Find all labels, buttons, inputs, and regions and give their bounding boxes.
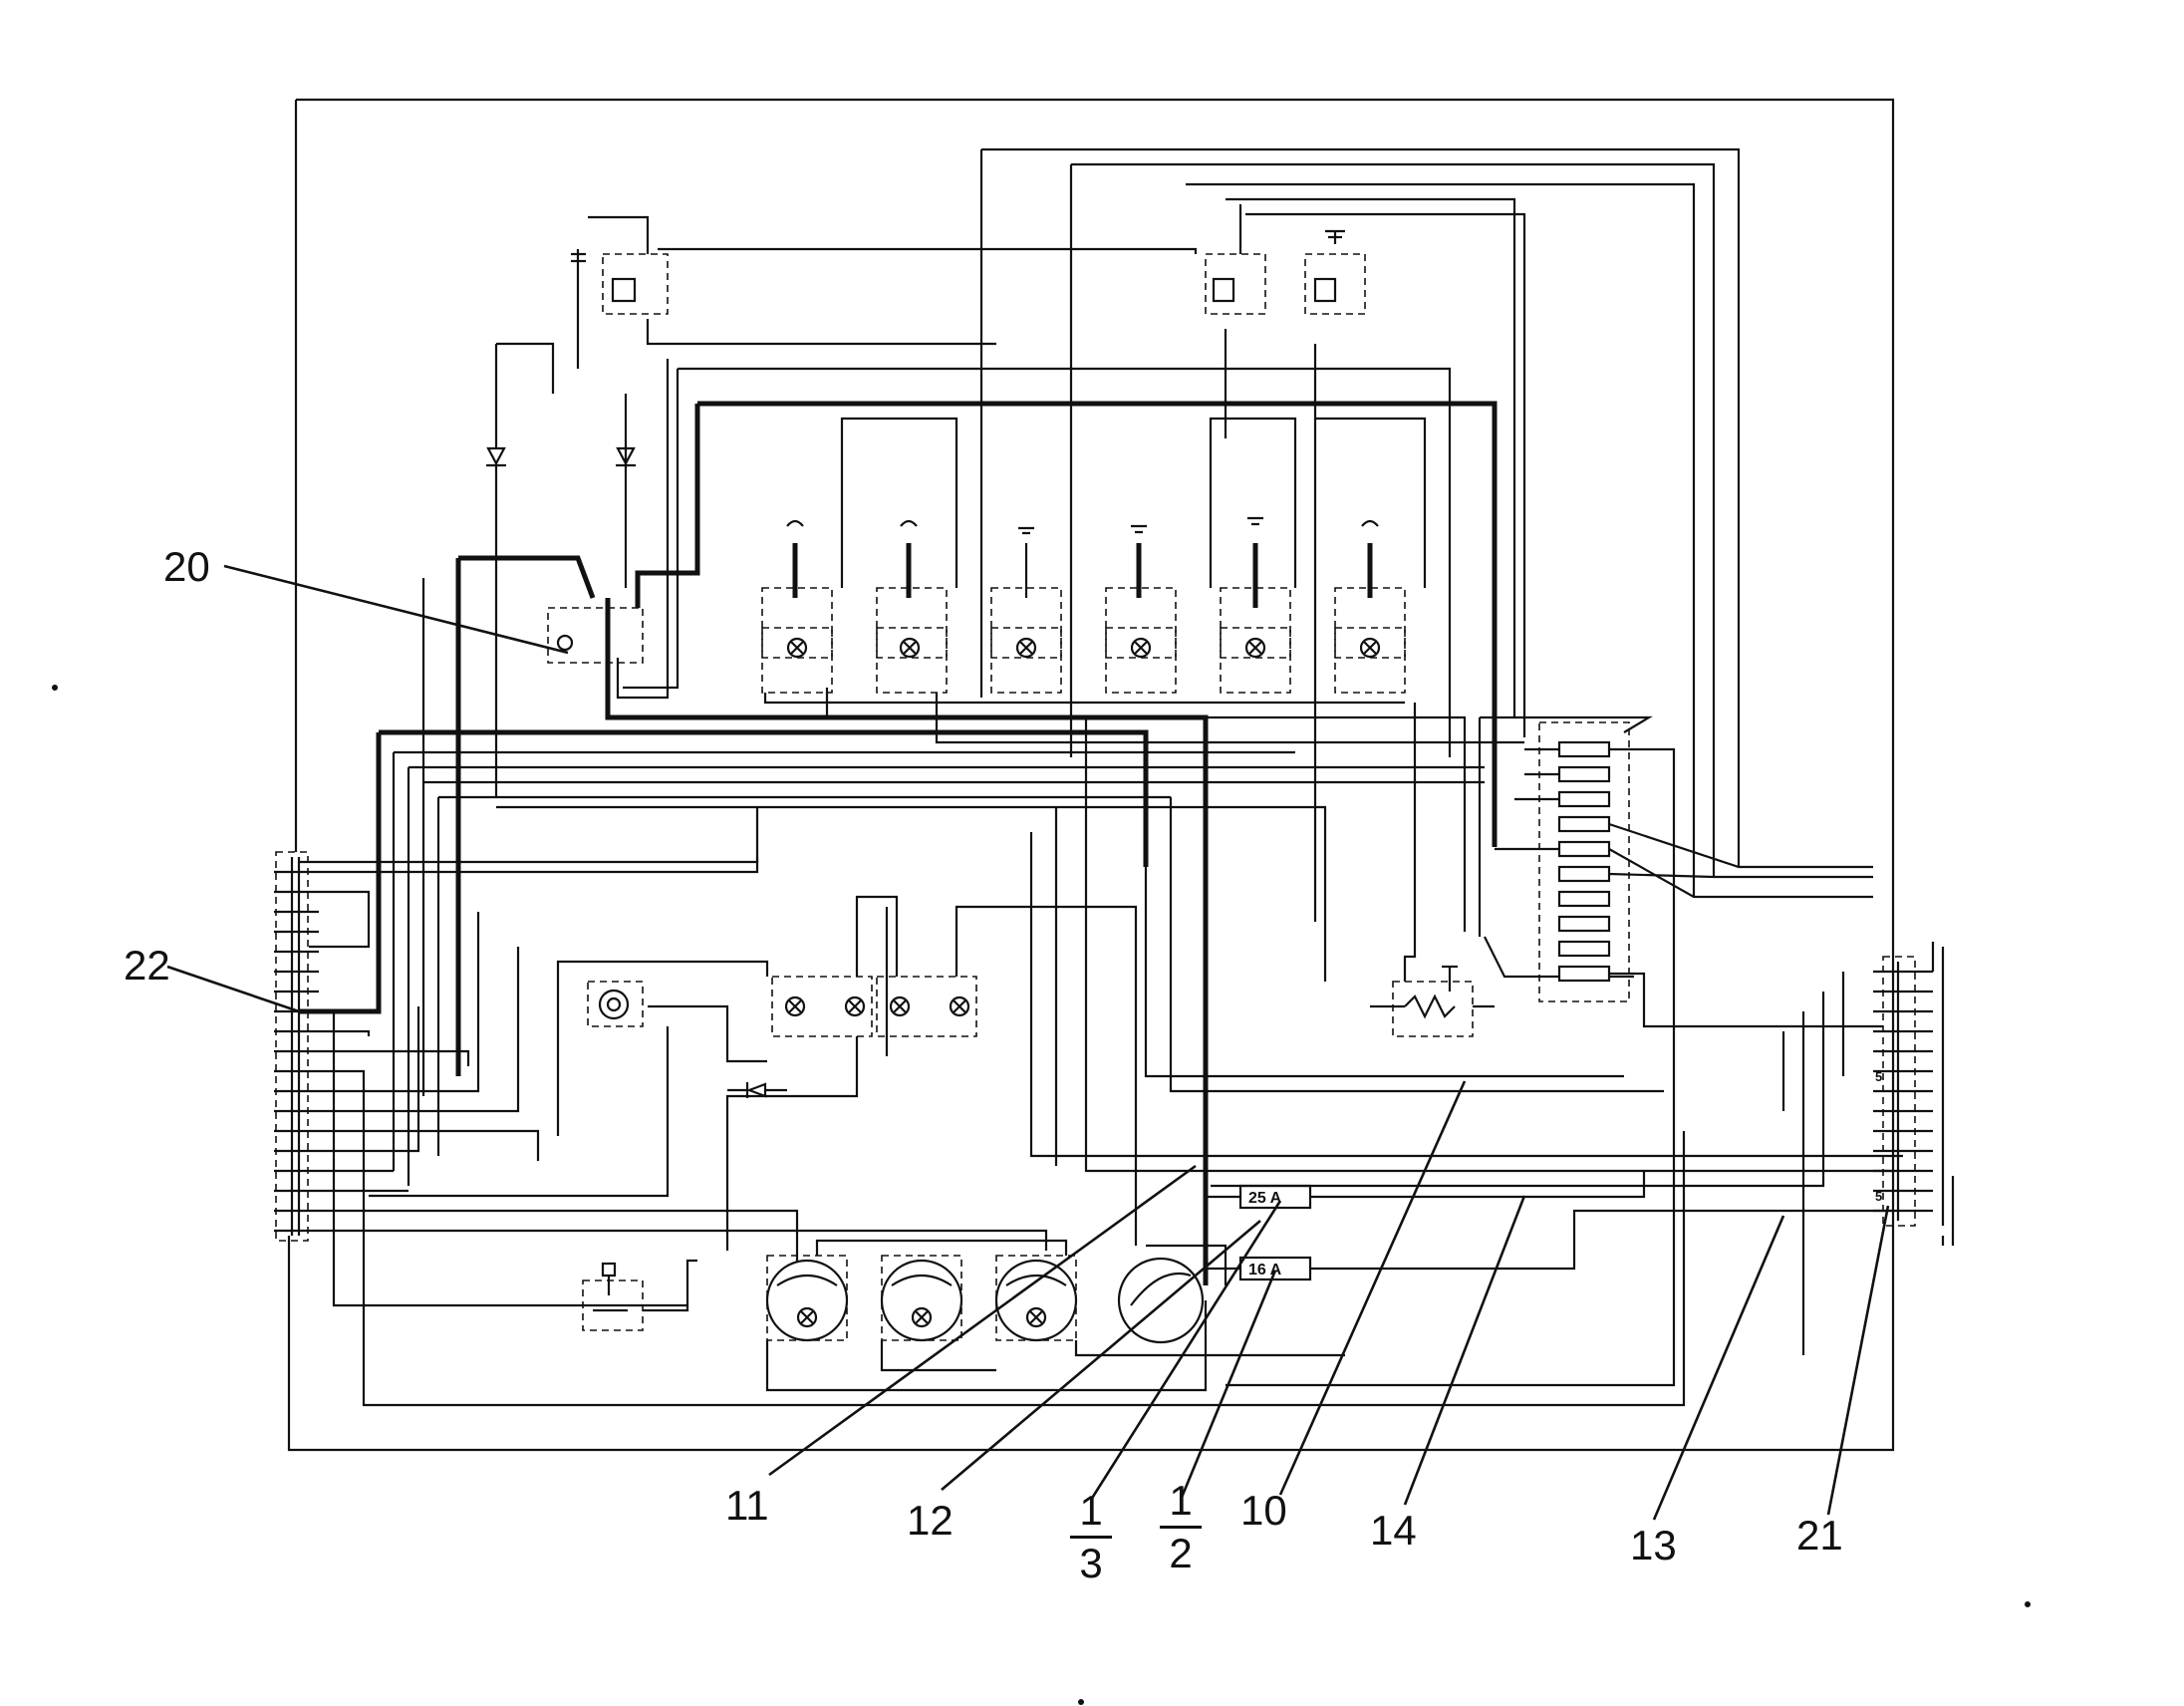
right-terminal-block-21 — [1211, 942, 1955, 1355]
diodes-left — [486, 394, 636, 588]
left-terminal-pins — [274, 870, 319, 1233]
stray-dot — [52, 685, 58, 691]
right-terminal-pins — [1873, 970, 1933, 1213]
callout-10: 10 — [1240, 1487, 1287, 1534]
left-terminal-block-22 — [274, 851, 1686, 1407]
top-bus-wires — [494, 147, 1741, 922]
callout-leaders — [166, 564, 1890, 1521]
fraction-bar — [1160, 1526, 1202, 1529]
callout-1-2: 1 2 — [1156, 1480, 1206, 1574]
motor-indicator-group — [369, 960, 787, 1198]
callout-21: 21 — [1796, 1512, 1843, 1559]
connector-mark-2: 5 — [1875, 1189, 1882, 1204]
callout-22: 22 — [124, 942, 170, 989]
stray-dot — [2025, 1601, 2031, 1607]
callout-1-2-denominator: 2 — [1169, 1530, 1193, 1576]
relay-right-top-a — [1205, 197, 1516, 717]
gauges-row — [765, 1239, 1345, 1392]
callout-13: 13 — [1630, 1522, 1677, 1568]
relay-stack-right — [1226, 715, 1883, 1387]
outer-frame — [287, 98, 1895, 1452]
lamp-panel-center — [725, 895, 1138, 1251]
callout-20: 20 — [163, 543, 210, 590]
fuse-block — [1206, 1171, 1893, 1281]
pressure-switch — [1370, 703, 1495, 1037]
middle-bus-wires — [299, 717, 1903, 1285]
relay-left-top — [571, 215, 1198, 369]
relay-coils — [1557, 740, 1611, 983]
switch-block-20 — [421, 359, 1209, 1201]
stray-dot — [1078, 1699, 1084, 1705]
callout-11: 11 — [725, 1482, 769, 1529]
fuse-16a-label: 16 A — [1248, 1262, 1282, 1279]
callout-1-3: 1 3 — [1066, 1490, 1116, 1584]
callout-1-2-numerator: 1 — [1169, 1477, 1193, 1524]
connector-mark-1: 5 — [1875, 1069, 1882, 1084]
relay-right-top-b — [1304, 229, 1366, 315]
fraction-bar — [1070, 1536, 1112, 1539]
callout-14: 14 — [1370, 1507, 1417, 1554]
callout-1-3-numerator: 1 — [1079, 1487, 1103, 1534]
callout-12: 12 — [907, 1497, 954, 1544]
callout-1-3-denominator: 3 — [1079, 1540, 1103, 1586]
pushbutton-lower-left — [582, 1259, 697, 1331]
fuse-25a-label: 25 A — [1248, 1190, 1282, 1207]
